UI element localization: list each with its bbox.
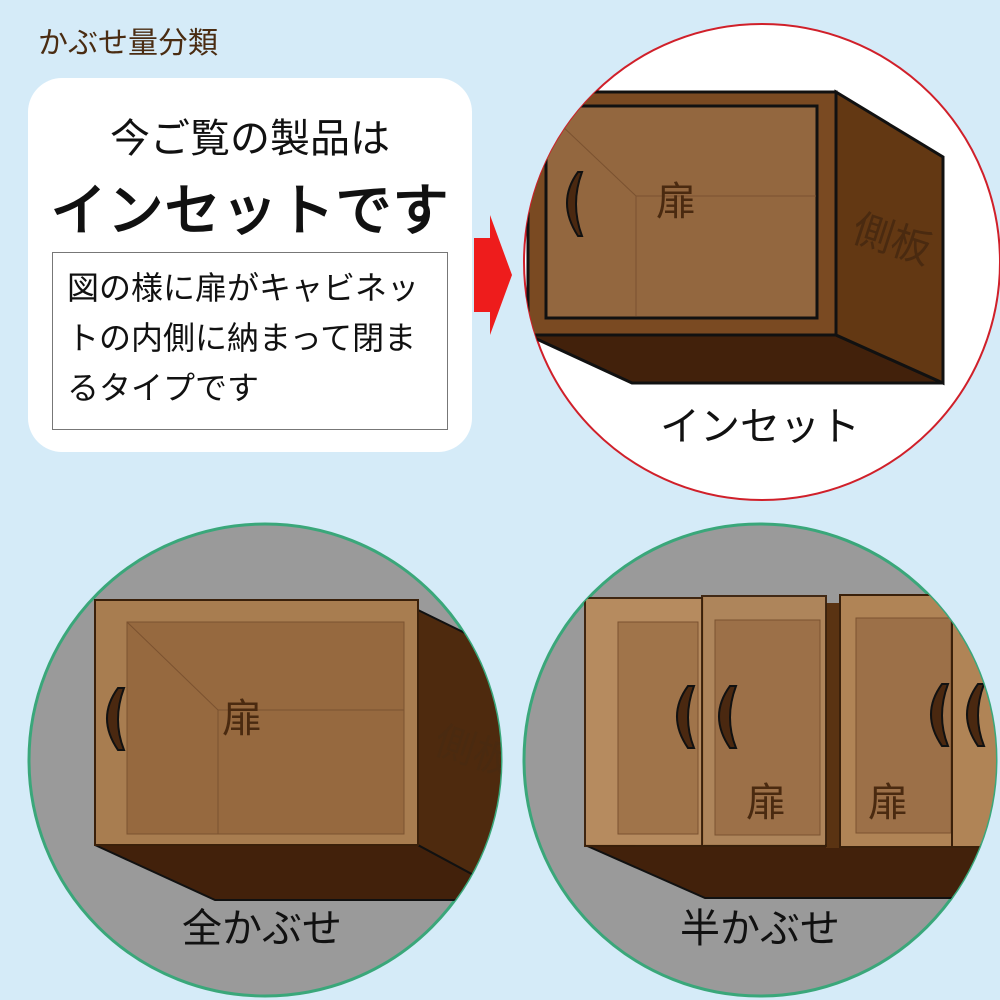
half-overlay-label: 半かぶせ [680,906,840,952]
door-label: 扉 [868,780,908,826]
door-handle-icon [718,685,738,749]
inset-diagram: 扉 側板 インセット [523,23,1000,501]
full-overlay-diagram: 扉 側板 全かぶせ [27,522,503,998]
description-box: 図の様に扉がキャビネットの内側に納まって閉まるタイプです [52,252,448,430]
inset-door [544,104,819,320]
door-label: 扉 [656,179,696,225]
half-overlay-diagram: 扉 扉 半かぶせ [522,522,998,998]
page-title: かぶせ量分類 [38,26,218,61]
info-card: 今ご覧の製品は インセットです 図の様に扉がキャビネットの内側に納まって閉まるタ… [28,78,472,452]
full-overlay-label: 全かぶせ [182,906,342,952]
arrow-right-icon [474,215,512,335]
door-label: 扉 [746,780,786,826]
inset-label: インセット [660,404,860,450]
lead-line-1: 今ご覧の製品は [110,116,390,162]
door-handle-icon [566,171,584,237]
door-handle-icon [106,687,126,751]
door-handle-icon [966,683,986,747]
door-handle-icon [676,685,696,749]
lead-line-2: インセットです [50,179,450,244]
door-handle-icon [930,683,950,747]
door-label: 扉 [222,696,262,742]
